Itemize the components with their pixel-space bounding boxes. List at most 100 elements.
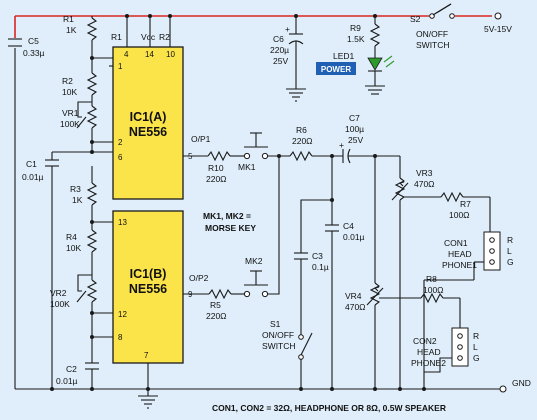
- svg-text:R9: R9: [350, 23, 361, 33]
- svg-text:+: +: [285, 24, 290, 34]
- capacitor-c2: C2 0.01µ: [56, 362, 99, 386]
- supply-terminal: [494, 12, 502, 20]
- power-label: POWER: [321, 65, 351, 74]
- capacitor-c3: C3 0.1µ: [294, 251, 329, 272]
- svg-text:10: 10: [166, 50, 175, 59]
- svg-text:R8: R8: [426, 274, 437, 284]
- svg-text:R6: R6: [296, 125, 307, 135]
- ic1a-label-r2: R2: [159, 32, 170, 42]
- svg-text:100Ω: 100Ω: [449, 210, 470, 220]
- svg-text:C2: C2: [66, 364, 77, 374]
- resistor-r7: R7 100Ω: [440, 191, 471, 220]
- ground-rail: [14, 48, 500, 390]
- svg-text:25V: 25V: [273, 56, 288, 66]
- potentiometer-vr3: VR3 470Ω: [391, 168, 435, 201]
- switch-s2: S2 ON/OFF SWITCH: [410, 3, 455, 50]
- svg-text:C1: C1: [26, 159, 37, 169]
- svg-text:0.1µ: 0.1µ: [312, 262, 329, 272]
- footer-note: CON1, CON2 = 32Ω, HEADPHONE OR 8Ω, 0.5W …: [212, 403, 446, 413]
- svg-text:MK2: MK2: [245, 256, 263, 266]
- svg-text:220Ω: 220Ω: [206, 174, 227, 184]
- ic1a-name: IC1(A): [130, 110, 167, 124]
- svg-text:13: 13: [118, 218, 127, 227]
- ic1a-part: NE556: [129, 125, 167, 139]
- ic1b-part: NE556: [129, 282, 167, 296]
- resistor-r1: R1 1K: [63, 14, 98, 41]
- morse-key-mk2: MK2: [243, 256, 269, 298]
- power-label-box: [316, 62, 356, 75]
- svg-text:HEAD: HEAD: [417, 347, 441, 357]
- svg-text:R1: R1: [63, 14, 74, 24]
- svg-text:S1: S1: [270, 319, 281, 329]
- svg-text:C5: C5: [28, 36, 39, 46]
- svg-text:CON1: CON1: [444, 238, 468, 248]
- ic1a-label-vcc: Vcc: [141, 32, 156, 42]
- svg-text:0.01µ: 0.01µ: [56, 376, 78, 386]
- capacitor-c5: C5 0.33µ: [8, 36, 45, 58]
- svg-text:+: +: [339, 140, 344, 150]
- svg-text:R2: R2: [62, 76, 73, 86]
- ic1b-chip: [112, 210, 184, 364]
- ground-terminal: [499, 385, 507, 393]
- svg-text:MK1: MK1: [238, 162, 256, 172]
- svg-text:100K: 100K: [60, 119, 80, 129]
- svg-text:10K: 10K: [62, 87, 77, 97]
- svg-text:CON2: CON2: [413, 336, 437, 346]
- resistor-r6: R6 220Ω: [289, 125, 313, 162]
- svg-text:R: R: [473, 331, 479, 341]
- resistor-r9: R9 1.5K: [347, 23, 381, 47]
- svg-text:LED1: LED1: [333, 51, 355, 61]
- svg-text:R4: R4: [66, 232, 77, 242]
- potentiometer-vr2: VR2 100K: [50, 274, 98, 309]
- svg-text:R: R: [507, 235, 513, 245]
- svg-text:0.01µ: 0.01µ: [343, 232, 365, 242]
- resistor-r3: R3 1K: [70, 182, 98, 206]
- svg-text:C3: C3: [312, 251, 323, 261]
- svg-text:VR1: VR1: [62, 108, 79, 118]
- svg-text:220µ: 220µ: [270, 45, 289, 55]
- ic1a-chip: [112, 46, 184, 200]
- svg-text:220Ω: 220Ω: [206, 311, 227, 321]
- resistor-r10: R10 220Ω: [206, 150, 231, 184]
- svg-text:SWITCH: SWITCH: [262, 341, 296, 351]
- svg-text:1: 1: [118, 62, 123, 71]
- svg-text:220Ω: 220Ω: [292, 136, 313, 146]
- svg-text:470Ω: 470Ω: [345, 302, 366, 312]
- led1: LED1: [333, 51, 395, 72]
- svg-text:2: 2: [118, 138, 123, 147]
- morse-key-note-line1: MK1, MK2 =: [203, 211, 251, 221]
- svg-text:100Ω: 100Ω: [423, 285, 444, 295]
- svg-text:L: L: [473, 342, 478, 352]
- svg-text:C4: C4: [343, 221, 354, 231]
- headphone-connector-con2: R L G CON2 HEAD PHONE2: [411, 327, 480, 368]
- capacitor-c4: C4 0.01µ: [325, 221, 365, 242]
- svg-text:7: 7: [144, 351, 149, 360]
- resistor-r2: R2 10K: [62, 72, 98, 97]
- svg-text:1K: 1K: [72, 195, 83, 205]
- potentiometer-vr4: VR4 470Ω: [345, 282, 384, 312]
- resistor-r4: R4 10K: [66, 229, 98, 253]
- svg-text:VR2: VR2: [50, 288, 67, 298]
- svg-text:14: 14: [145, 50, 154, 59]
- svg-text:PHONE1: PHONE1: [442, 260, 477, 270]
- svg-text:R7: R7: [460, 199, 471, 209]
- potentiometer-vr1: VR1 100K: [60, 101, 98, 129]
- capacitor-c1: C1 0.01µ: [22, 159, 59, 182]
- svg-text:0.01µ: 0.01µ: [22, 172, 44, 182]
- ground-label: GND: [512, 378, 531, 388]
- out-label-b: O/P2: [189, 273, 209, 283]
- svg-text:10K: 10K: [66, 243, 81, 253]
- svg-text:8: 8: [118, 333, 123, 342]
- headphone-connector-con1: R L G CON1 HEAD PHONE1: [442, 231, 514, 271]
- svg-text:HEAD: HEAD: [448, 249, 472, 259]
- svg-text:C7: C7: [349, 113, 360, 123]
- ground-symbol-ic: [138, 395, 158, 409]
- supply-label: 5V-15V: [484, 24, 512, 34]
- svg-text:C6: C6: [273, 34, 284, 44]
- svg-text:VR4: VR4: [345, 291, 362, 301]
- svg-text:R5: R5: [210, 300, 221, 310]
- ic1b-name: IC1(B): [130, 267, 167, 281]
- svg-text:100µ: 100µ: [345, 124, 364, 134]
- ground-symbol-c6: [286, 88, 306, 102]
